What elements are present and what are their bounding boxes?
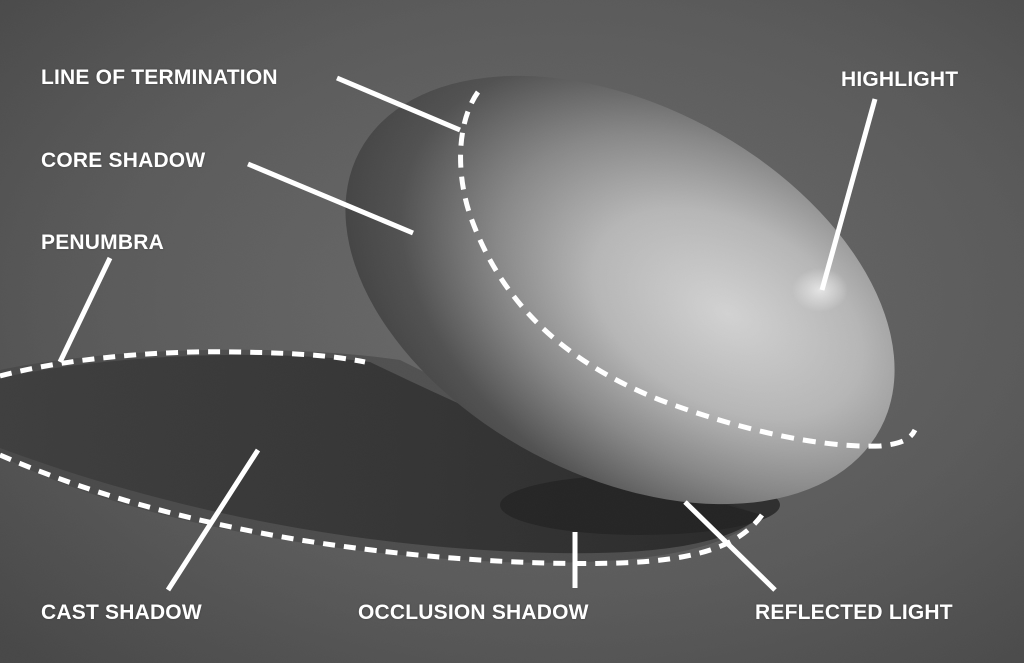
label-penumbra: PENUMBRA bbox=[41, 231, 164, 254]
leader-line-reflected-light bbox=[683, 500, 777, 592]
leader-line-highlight bbox=[819, 98, 878, 291]
leader-line-core-shadow bbox=[247, 161, 414, 236]
leader-line-penumbra bbox=[57, 256, 113, 364]
label-cast-shadow: CAST SHADOW bbox=[41, 601, 202, 624]
label-occlusion-shadow: OCCLUSION SHADOW bbox=[358, 601, 589, 624]
label-reflected-light: REFLECTED LIGHT bbox=[755, 601, 953, 624]
cast-shadow-lower-dashed-line bbox=[0, 452, 765, 567]
label-highlight: HIGHLIGHT bbox=[841, 68, 959, 91]
cast-shadow-upper-dashed-line bbox=[0, 349, 366, 379]
label-line-of-termination: LINE OF TERMINATION bbox=[41, 66, 278, 89]
leader-line-cast-shadow bbox=[165, 448, 261, 592]
label-core-shadow: CORE SHADOW bbox=[41, 149, 206, 172]
termination-dashed-line bbox=[458, 90, 918, 449]
leader-line-termination bbox=[336, 75, 461, 133]
